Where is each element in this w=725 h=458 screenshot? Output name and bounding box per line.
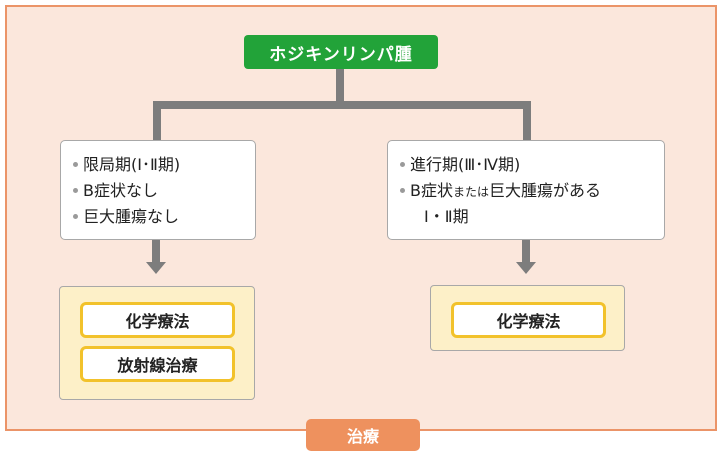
arrow-right-shaft: [522, 240, 530, 262]
arrow-left-shaft: [152, 240, 160, 262]
arrow-left-head: [146, 262, 166, 274]
right-condition-2-continued: Ⅰ・Ⅱ期: [424, 207, 469, 226]
right-condition-1: 進行期(Ⅲ･Ⅳ期): [400, 152, 664, 178]
left-condition-3: 巨大腫瘍なし: [73, 204, 255, 230]
right-condition-box: 進行期(Ⅲ･Ⅳ期) B症状または巨大腫瘍がある Ⅰ・Ⅱ期: [387, 140, 665, 240]
connector-trunk: [336, 69, 344, 109]
arrow-right-head: [516, 262, 536, 274]
connector-horizontal: [153, 101, 531, 109]
left-condition-box: 限局期(Ⅰ･Ⅱ期) B症状なし 巨大腫瘍なし: [60, 140, 256, 240]
left-condition-2: B症状なし: [73, 178, 255, 204]
left-treatment-chemotherapy: 化学療法: [80, 302, 235, 338]
right-condition-2: B症状または巨大腫瘍がある: [400, 178, 664, 204]
diagram-title: ホジキンリンパ腫: [244, 35, 438, 69]
left-treatment-radiotherapy: 放射線治療: [80, 346, 235, 382]
connector-right-drop: [523, 101, 531, 141]
treatment-label: 治療: [306, 419, 420, 451]
connector-left-drop: [153, 101, 161, 141]
right-treatment-chemotherapy: 化学療法: [451, 302, 606, 338]
left-condition-1: 限局期(Ⅰ･Ⅱ期): [73, 152, 255, 178]
